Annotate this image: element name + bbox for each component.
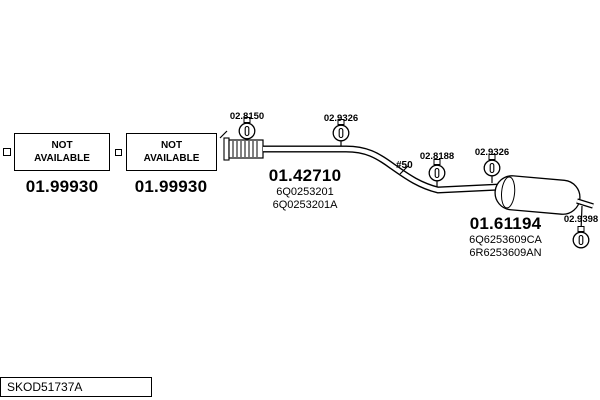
oe-number: 6Q6253609CA: [469, 234, 542, 246]
front-pipe-cut-mark: [219, 130, 228, 139]
mount-part-number-5[interactable]: 02.9398: [563, 214, 599, 225]
center-section-labels: 01.42710 6Q0253201 6Q0253201A: [250, 166, 360, 212]
part-number-front-2[interactable]: 01.99930: [134, 177, 208, 196]
connector-node-2: [115, 149, 122, 156]
diameter-tick: [399, 165, 409, 175]
oe-number: 6Q0253201: [276, 186, 334, 198]
drawing-code-box: SKOD51737A: [0, 377, 152, 397]
availability-line: AVAILABLE: [143, 153, 200, 164]
availability-line: NOT: [51, 139, 73, 151]
availability-line: NOT: [160, 139, 183, 151]
part-number-front-1[interactable]: 01.99930: [25, 177, 99, 196]
center-pipe: [263, 145, 501, 194]
drawing-code: SKOD51737A: [7, 380, 83, 394]
oe-number: 6Q0253201A: [272, 199, 338, 212]
not-available-box-2: NOT AVAILABLE: [126, 133, 217, 171]
mount-part-number-4[interactable]: 02.9326: [474, 147, 510, 158]
mount-part-number-3[interactable]: 02.8188: [419, 151, 455, 162]
flex-pipe-section: [223, 137, 264, 161]
part-number-center[interactable]: 01.42710: [268, 166, 342, 185]
part-number-rear[interactable]: 01.61194: [469, 214, 542, 233]
mount-symbol-3: [428, 158, 446, 182]
availability-line: AVAILABLE: [34, 153, 90, 164]
pipe-diameter-label: #50: [396, 160, 413, 171]
not-available-box-1: NOT AVAILABLE: [14, 133, 110, 171]
rear-section-labels: 01.61194 6Q6253609CA 6R6253609AN: [448, 214, 563, 260]
connector-node-1: [3, 148, 11, 156]
mount-symbol-5: [572, 225, 590, 249]
tailpipe: [576, 198, 594, 209]
oe-number: 6R6253609AN: [469, 247, 542, 260]
mount-part-number-1[interactable]: 02.8150: [229, 111, 265, 122]
mount-part-number-2[interactable]: 02.9326: [323, 113, 359, 124]
rear-muffler: [494, 175, 581, 215]
